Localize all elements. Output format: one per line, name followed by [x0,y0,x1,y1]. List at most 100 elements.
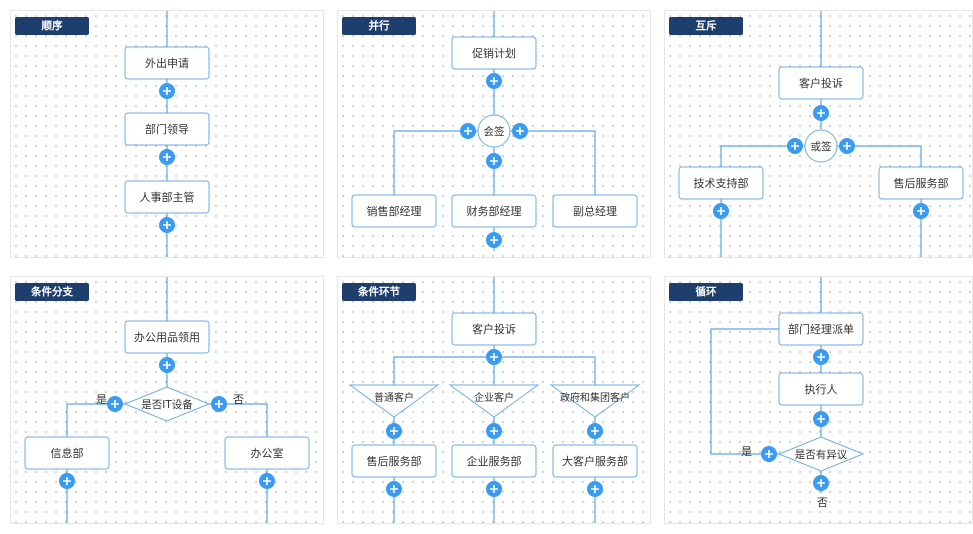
plus-circle-icon[interactable] [486,153,502,169]
flow-node[interactable]: 执行人 [778,372,864,406]
node-label: 企业客户 [474,391,514,404]
decision-node[interactable]: 是否有异议 [777,436,865,472]
panel-conditional-step: 条件环节 客户投诉 普通客户 企业客户 政府和集团客户 [337,276,651,524]
or-sign-node[interactable]: 或签 [804,129,838,163]
flow-node[interactable]: 客户投诉 [451,312,537,346]
flow-node[interactable]: 售后服务部 [351,444,437,478]
flow-canvas: 促销计划 会签 销售部经理 财务部经理 副总经理 [351,11,638,251]
flow-node[interactable]: 部门领导 [124,112,210,146]
panel-title-badge: 顺序 [15,17,89,35]
node-label: 部门经理派单 [788,322,854,336]
branch-label-yes: 是 [96,393,107,406]
panel-title-badge: 条件分支 [15,283,89,301]
flow-node[interactable]: 部门经理派单 [778,312,864,346]
plus-circle-icon[interactable] [486,232,502,248]
flow-node[interactable]: 信息部 [24,436,110,470]
node-label: 客户投诉 [799,76,843,90]
node-label: 信息部 [51,446,84,460]
node-label: 办公室 [251,446,284,460]
node-label: 技术支持部 [694,176,749,190]
plus-circle-icon[interactable] [587,423,603,439]
plus-circle-icon[interactable] [159,217,175,233]
flow-node[interactable]: 大客户服务部 [552,444,638,478]
plus-circle-icon[interactable] [587,481,603,497]
countersign-node[interactable]: 会签 [477,114,511,148]
node-label: 副总经理 [573,204,617,218]
flow-canvas: 部门经理派单 执行人 是否有异议 是 否 [710,277,865,509]
plus-circle-icon[interactable] [107,396,123,412]
flow-node[interactable]: 办公用品领用 [124,320,210,354]
flow-node[interactable]: 人事部主管 [124,180,210,214]
flow-node[interactable]: 外出申请 [124,46,210,80]
flow-node[interactable]: 办公室 [224,436,310,470]
node-label: 办公用品领用 [134,331,200,344]
flow-canvas: 客户投诉 普通客户 企业客户 政府和集团客户 售后服务部 企业服务部 大客户服务… [348,277,641,523]
node-label: 财务部经理 [467,204,522,218]
node-label: 售后服务部 [367,454,422,468]
condition-node[interactable]: 企业客户 [448,384,540,418]
plus-circle-icon[interactable] [486,423,502,439]
flow-node[interactable]: 企业服务部 [451,444,537,478]
plus-circle-icon[interactable] [386,423,402,439]
flow-canvas: 客户投诉 或签 技术支持部 售后服务部 [678,11,964,257]
flow-node[interactable]: 售后服务部 [878,166,964,200]
panel-title-badge: 循环 [669,283,743,301]
plus-circle-icon[interactable] [813,475,829,491]
node-label: 企业服务部 [467,454,522,468]
plus-circle-icon[interactable] [813,411,829,427]
panel-parallel: 并行 促销计划 会签 销售部经理 财务部经理 副总经理 [337,10,651,258]
node-label: 客户投诉 [472,322,516,336]
flow-node[interactable]: 财务部经理 [451,194,537,228]
branch-label-yes: 是 [741,445,752,458]
plus-circle-icon[interactable] [386,481,402,497]
plus-circle-icon[interactable] [913,203,929,219]
plus-circle-icon[interactable] [512,123,528,139]
flow-node[interactable]: 客户投诉 [778,66,864,100]
node-label: 政府和集团客户 [560,391,630,404]
condition-node[interactable]: 政府和集团客户 [549,384,641,418]
panel-title-badge: 互斥 [669,17,743,35]
plus-circle-icon[interactable] [839,138,855,154]
plus-circle-icon[interactable] [486,481,502,497]
node-label: 促销计划 [472,46,516,60]
plus-circle-icon[interactable] [787,138,803,154]
flow-node[interactable]: 副总经理 [552,194,638,228]
flow-canvas: 办公用品领用 是否IT设备 信息部 办公室 是 否 [24,277,310,523]
node-label: 会签 [484,125,505,138]
decision-node[interactable]: 是否IT设备 [123,386,211,422]
connector-lines [720,11,922,257]
node-label: 外出申请 [145,56,189,70]
plus-circle-icon[interactable] [761,446,777,462]
node-label: 售后服务部 [894,176,949,190]
plus-circle-icon[interactable] [813,105,829,121]
plus-circle-icon[interactable] [159,83,175,99]
flow-node[interactable]: 销售部经理 [351,194,437,228]
panel-title-badge: 条件环节 [342,283,416,301]
flow-node[interactable]: 技术支持部 [678,166,764,200]
plus-circle-icon[interactable] [259,473,275,489]
node-label: 是否IT设备 [141,398,193,411]
node-label: 部门领导 [145,122,189,136]
plus-circle-icon[interactable] [159,149,175,165]
panel-conditional-branch: 条件分支 办公用品领用 是否IT设备 信息部 办公室 是 否 [10,276,324,524]
flow-node[interactable]: 促销计划 [451,36,537,70]
node-label: 人事部主管 [140,190,195,204]
node-label: 或签 [811,140,832,153]
node-label: 大客户服务部 [562,454,628,468]
condition-node[interactable]: 普通客户 [348,384,440,418]
panel-exclusive: 互斥 客户投诉 或签 技术支持部 售后服务部 [664,10,973,258]
plus-circle-icon[interactable] [486,349,502,365]
plus-circle-icon[interactable] [211,396,227,412]
node-label: 执行人 [805,382,838,396]
plus-circle-icon[interactable] [59,473,75,489]
plus-circle-icon[interactable] [460,123,476,139]
branch-label-no: 否 [233,393,244,406]
plus-circle-icon[interactable] [713,203,729,219]
panel-loop: 循环 部门经理派单 执行人 是否有异议 是 否 [664,276,973,524]
plus-circle-icon[interactable] [159,357,175,373]
plus-circle-icon[interactable] [486,73,502,89]
flow-canvas: 外出申请 部门领导 人事部主管 [124,11,210,257]
node-label: 是否有异议 [795,448,848,461]
plus-circle-icon[interactable] [813,349,829,365]
panel-sequence: 顺序 外出申请 部门领导 人事部主管 [10,10,324,258]
